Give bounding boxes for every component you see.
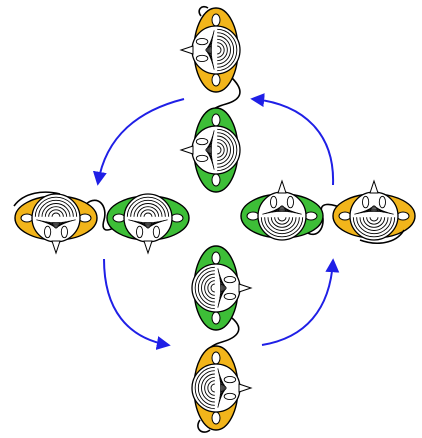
unit-top bbox=[179, 7, 241, 193]
disc-left-green-ball bbox=[123, 193, 173, 255]
tail-left bbox=[13, 191, 61, 207]
disc-bottom-green bbox=[191, 245, 253, 331]
disc-right-yellow-ball bbox=[349, 179, 399, 241]
disc-top-yellow bbox=[179, 7, 241, 93]
disc-right-yellow bbox=[332, 179, 416, 241]
disc-top-green-ball bbox=[179, 125, 241, 175]
cycle-arrows bbox=[92, 93, 340, 350]
disc-left-green bbox=[106, 193, 190, 255]
arrow-top-to-left bbox=[92, 98, 185, 186]
arrow-left-to-bottom bbox=[103, 258, 171, 350]
arrow-right-to-top bbox=[250, 93, 335, 186]
disc-left-yellow-ball bbox=[31, 193, 81, 255]
tail-bottom bbox=[197, 419, 211, 433]
disc-right-green-ball bbox=[257, 179, 307, 241]
unit-left bbox=[14, 193, 190, 255]
tail-top bbox=[198, 5, 209, 17]
disc-bottom-yellow-ball bbox=[191, 363, 253, 413]
tail-right bbox=[359, 229, 405, 244]
disc-bottom-yellow bbox=[191, 345, 253, 431]
arrow-bottom-to-right bbox=[261, 258, 340, 346]
disc-left-yellow bbox=[14, 193, 98, 255]
unit-right bbox=[240, 179, 416, 241]
disc-right-green bbox=[240, 179, 324, 241]
disc-bottom-green-ball bbox=[191, 263, 253, 313]
unit-bottom bbox=[191, 245, 253, 431]
disc-top-yellow-ball bbox=[179, 25, 241, 75]
units-layer bbox=[13, 5, 416, 433]
disc-top-green bbox=[179, 107, 241, 193]
